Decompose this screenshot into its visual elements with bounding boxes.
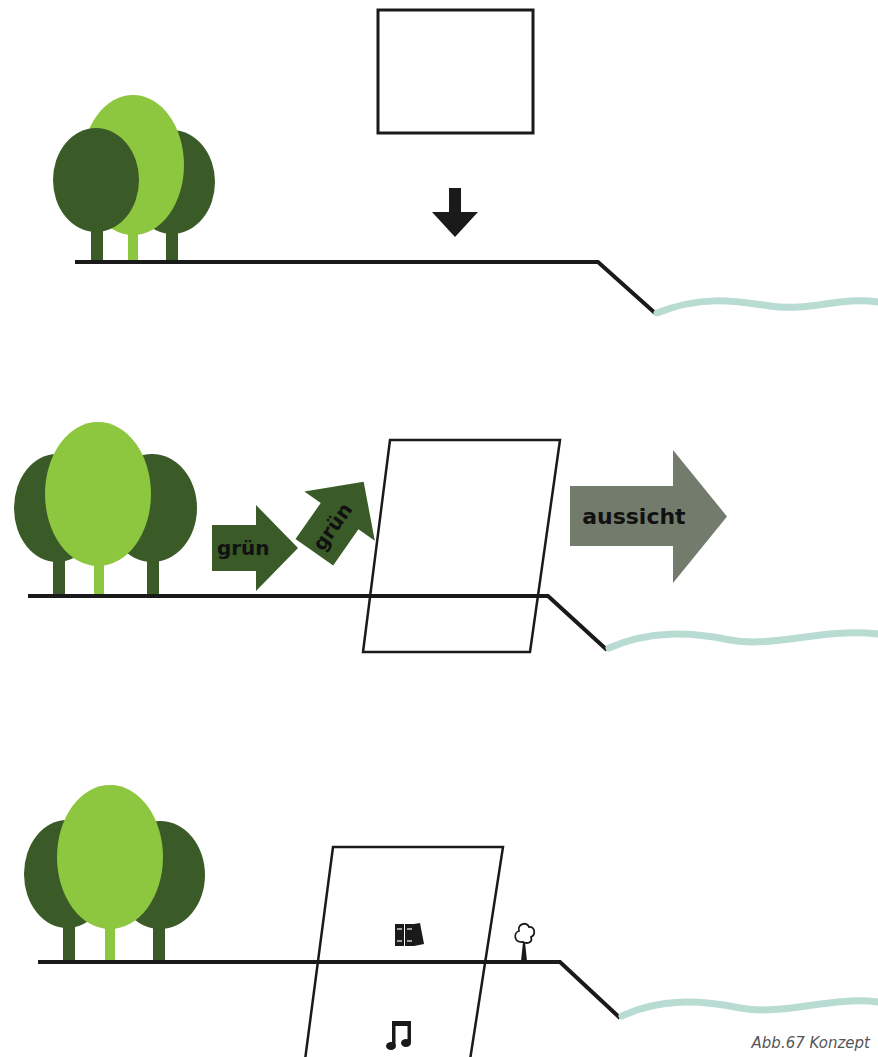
arrow-shape: aussicht <box>570 450 727 583</box>
arrow-label: aussicht <box>582 506 685 528</box>
arrow-shape: grün <box>279 457 399 577</box>
arrow-shape: grün <box>212 505 298 591</box>
tree-icon <box>515 924 534 961</box>
trees <box>53 95 215 262</box>
arrow-label: grün <box>217 538 270 558</box>
music-note-icon <box>386 1021 411 1050</box>
book-icon <box>395 923 424 946</box>
trees <box>24 785 205 962</box>
figure-caption: Abb.67 Konzept <box>752 1034 870 1052</box>
trees <box>14 422 197 596</box>
